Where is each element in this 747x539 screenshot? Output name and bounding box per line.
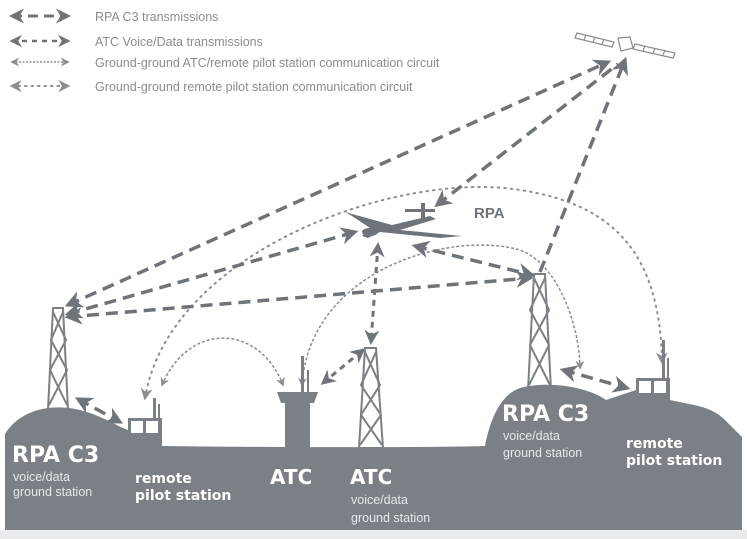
left-c3-lattice-tower-icon (46, 307, 70, 411)
station-subtitle: voice/data (13, 470, 70, 484)
rpa-aircraft-icon (345, 203, 462, 238)
legend-label: Ground-ground ATC/remote pilot station c… (95, 56, 440, 70)
station-subtitle: voice/data (351, 493, 408, 507)
station-subtitle: ground station (503, 446, 582, 460)
station-title: RPA C3 (12, 443, 99, 468)
station-title: RPA C3 (502, 402, 589, 427)
legend-item-atc-voice: ATC Voice/Data transmissions (9, 34, 263, 49)
atc-tower-label: ATC (270, 465, 312, 489)
legend-item-rpa-c3: RPA C3 transmissions (8, 8, 218, 24)
station-subtitle: voice/data (503, 429, 560, 443)
legend-label: ATC Voice/Data transmissions (95, 35, 263, 49)
atc-voice-data-transmissions (320, 242, 385, 385)
station-subtitle: ground station (13, 485, 92, 499)
left-remote-pilot-station-icon (128, 398, 162, 446)
legend-label: Ground-ground remote pilot station commu… (95, 80, 413, 94)
rpa-label: RPA (474, 205, 505, 222)
right-rps-label: remote pilot station (626, 436, 722, 469)
legend-item-ground-atc-rps: Ground-ground ATC/remote pilot station c… (10, 56, 440, 70)
ground-ground-rps-circuit (140, 186, 668, 401)
legend-label: RPA C3 transmissions (95, 10, 218, 24)
atc-ground-lattice-tower-icon (357, 347, 385, 449)
left-c3-station-label: RPA C3 voice/data ground station (12, 443, 99, 499)
legend: RPA C3 transmissions ATC Voice/Data tran… (8, 8, 440, 94)
legend-item-ground-rps: Ground-ground remote pilot station commu… (9, 80, 413, 94)
station-title: pilot station (626, 453, 722, 469)
bottom-strip (0, 530, 747, 539)
station-title: ATC (350, 465, 392, 489)
right-c3-lattice-tower-icon (526, 273, 553, 391)
right-remote-pilot-station-icon (636, 340, 670, 402)
atc-ground-label: ATC voice/data ground station (350, 465, 430, 525)
station-title: remote (626, 436, 683, 452)
atc-tower-icon (277, 356, 318, 448)
right-c3-station-label: RPA C3 voice/data ground station (502, 402, 589, 460)
left-rps-label: remote pilot station (135, 471, 231, 504)
station-title: ATC (270, 465, 312, 489)
rpa-c3-transmissions (64, 56, 631, 424)
ground-terrain (5, 378, 742, 530)
station-title: pilot station (135, 488, 231, 504)
station-title: remote (135, 471, 192, 487)
satellite-icon (574, 32, 676, 59)
station-subtitle: ground station (351, 511, 430, 525)
